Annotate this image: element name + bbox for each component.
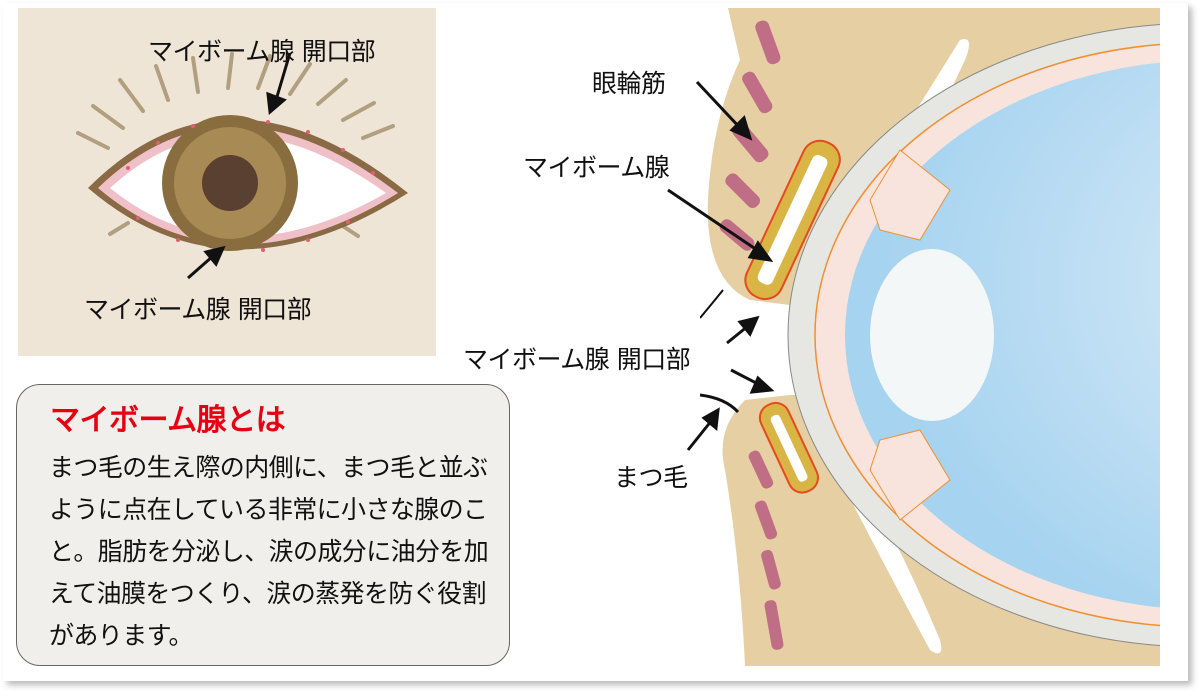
info-title: マイボーム腺とは bbox=[50, 403, 286, 438]
front-eye-panel: マイボーム腺 開口部 マイボーム腺 開口部 bbox=[18, 8, 436, 356]
info-body: まつ毛の生え際の内側に、まつ毛と並ぶように点在している非常に小さな腺のこと。脂肪… bbox=[49, 453, 489, 650]
eyelashes bbox=[76, 52, 395, 238]
label-orifice-bottom: マイボーム腺 開口部 bbox=[84, 295, 312, 324]
label-orifice: マイボーム腺 開口部 bbox=[463, 345, 691, 374]
arrows bbox=[187, 52, 292, 280]
gland-orifice-dots bbox=[126, 120, 375, 252]
info-box: マイボーム腺とは まつ毛の生え際の内側に、まつ毛と並ぶように点在している非常に小… bbox=[16, 384, 510, 666]
label-orbicularis: 眼輪筋 bbox=[592, 69, 666, 98]
label-orifice-top: マイボーム腺 開口部 bbox=[148, 37, 376, 66]
pupil bbox=[202, 155, 258, 211]
label-eyelash: まつ毛 bbox=[614, 463, 688, 492]
label-meibomian: マイボーム腺 bbox=[523, 153, 670, 182]
front-eye-illustration bbox=[76, 52, 408, 280]
